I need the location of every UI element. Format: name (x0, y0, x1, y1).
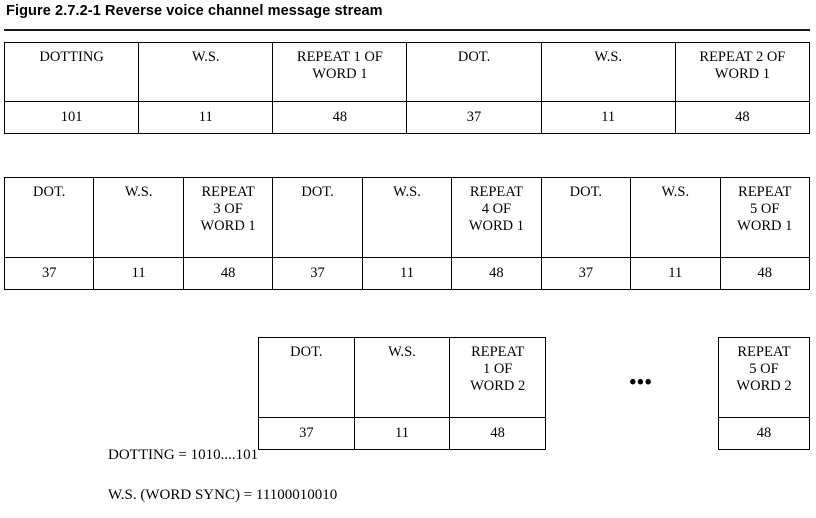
header-cell-line: REPEAT (738, 184, 792, 200)
table-value-cell: 48 (272, 101, 408, 134)
header-cell-line: DOT. (569, 184, 603, 200)
table-header-cell: W.S. (93, 177, 184, 258)
table-header-cell: W.S. (540, 42, 676, 102)
header-cell-line: REPEAT (737, 344, 791, 360)
table-value-cell: 48 (182, 257, 274, 290)
table-header-cell: DOT. (272, 177, 363, 258)
header-cell-line: WORD 2 (736, 378, 792, 394)
figure-title: Figure 2.7.2-1 Reverse voice channel mes… (6, 3, 383, 19)
header-cell-line: 5 OF (749, 361, 779, 377)
header-cell-line: WORD 2 (470, 378, 526, 394)
table-header-cell: W.S. (353, 337, 451, 418)
table-value-cell: 11 (361, 257, 453, 290)
continuation-ellipsis-icon: ••• (629, 372, 653, 393)
table-value-cell: 37 (272, 257, 363, 290)
header-cell-line: REPEAT (469, 184, 523, 200)
table-value-cell: 11 (138, 101, 274, 134)
header-cell-line: REPEAT 2 OF (699, 49, 786, 65)
header-cell-line: 3 OF (213, 201, 243, 217)
header-cell-line: WORD 1 (737, 218, 793, 234)
table-header-cell: W.S. (138, 42, 274, 102)
table-value-cell: 48 (719, 257, 810, 290)
header-cell-line: 5 OF (750, 201, 780, 217)
header-cell-line: REPEAT (471, 344, 525, 360)
table-value-cell: 37 (258, 417, 355, 450)
header-cell-line: WORD 1 (312, 66, 368, 82)
table-value-cell: 11 (353, 417, 451, 450)
table-header-cell: DOT. (406, 42, 542, 102)
header-cell-line: 4 OF (481, 201, 512, 217)
header-cell-line: DOT. (457, 49, 491, 65)
header-cell-line: W.S. (388, 344, 416, 360)
table-value-cell: 101 (3, 101, 140, 134)
table-header-cell: W.S. (361, 177, 453, 258)
header-cell-line: REPEAT (201, 184, 255, 200)
table-value-cell: 48 (451, 257, 542, 290)
table-value-cell: 11 (93, 257, 184, 290)
title-divider (4, 29, 810, 31)
table-header-cell: DOT. (258, 337, 355, 418)
header-cell-line: REPEAT 1 OF (296, 49, 383, 65)
header-cell-line: DOT. (33, 184, 66, 200)
table-header-cell: W.S. (630, 177, 721, 258)
table-value-cell: 37 (540, 257, 632, 290)
header-cell-line: WORD 1 (714, 66, 770, 82)
legend-dotting: DOTTING = 1010....101 (108, 447, 259, 463)
table-value-cell: 11 (630, 257, 721, 290)
table-value-cell: 37 (3, 257, 95, 290)
table-header-cell: DOT. (540, 177, 632, 258)
table-value-row: 48 (718, 417, 810, 450)
header-cell-line: WORD 1 (200, 218, 256, 234)
header-cell-line: DOT. (290, 344, 323, 360)
table-value-cell: 48 (674, 101, 811, 134)
table-value-cell: 11 (540, 101, 676, 134)
header-cell-line: 1 OF (482, 361, 513, 377)
header-cell-line: DOT. (301, 184, 334, 200)
header-cell-line: W.S. (191, 49, 220, 65)
header-cell-line: WORD 1 (468, 218, 524, 234)
table-value-cell: 48 (449, 417, 546, 450)
table-value-cell: 37 (406, 101, 542, 134)
header-cell-line: W.S. (393, 184, 421, 200)
table-header-cell: DOT. (3, 177, 95, 258)
header-cell-line: DOTTING (39, 49, 104, 65)
header-cell-line: W.S. (594, 49, 623, 65)
header-cell-line: W.S. (661, 184, 690, 200)
table-header-cell: DOTTING (3, 42, 140, 102)
legend-word-sync: W.S. (WORD SYNC) = 11100010010 (108, 487, 338, 503)
header-cell-line: W.S. (124, 184, 153, 200)
table-value-cell: 48 (718, 417, 810, 450)
